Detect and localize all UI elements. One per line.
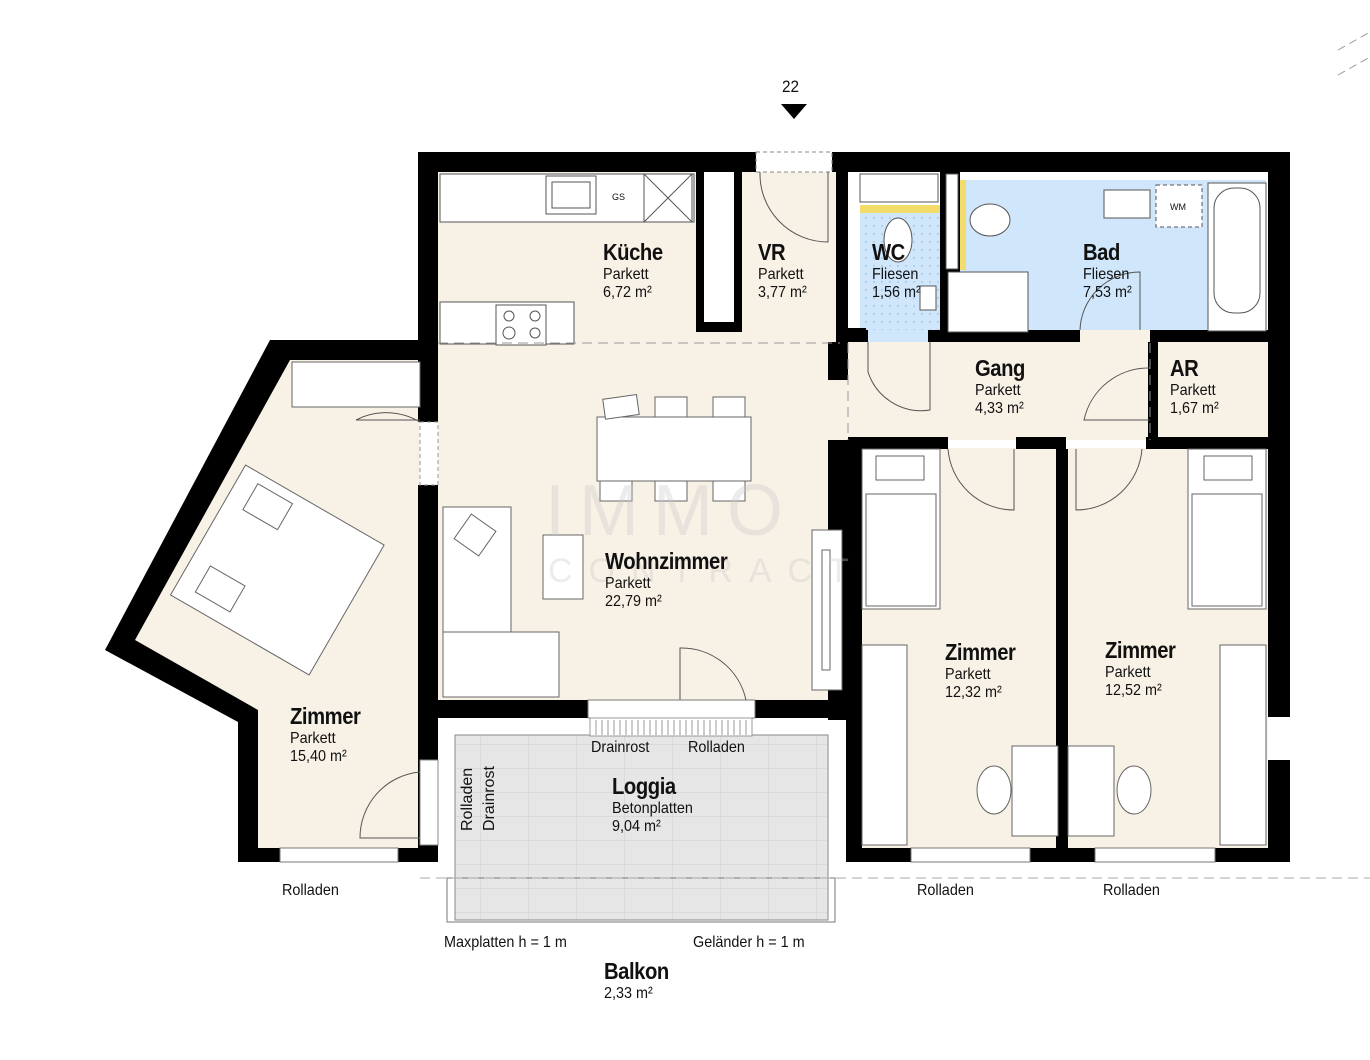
room-area: 1,56 m²	[872, 283, 921, 301]
wm-label: WM	[1170, 202, 1186, 212]
room-area: 2,33 m²	[604, 984, 653, 1002]
walls	[105, 152, 1290, 862]
room-floor: Parkett	[605, 574, 651, 592]
room-loggia: Loggia Betonplatten 9,04 m²	[612, 773, 702, 836]
room-floor: Parkett	[758, 265, 804, 283]
room-area: 6,72 m²	[603, 283, 652, 301]
gs-label: GS	[612, 192, 626, 202]
room-name: Zimmer	[290, 703, 361, 729]
room-gang: Gang Parkett 4,33 m²	[975, 355, 1032, 418]
room-floor: Parkett	[945, 665, 991, 683]
room-name: Bad	[1083, 239, 1120, 265]
room-area: 12,52 m²	[1105, 681, 1162, 699]
room-zimmer-right: Zimmer Parkett 12,52 m²	[1105, 637, 1185, 700]
room-name: Loggia	[612, 773, 676, 799]
room-area: 7,53 m²	[1083, 283, 1132, 301]
room-floor: Fliesen	[1083, 265, 1130, 283]
loggia-drainrost-top-label: Drainrost	[591, 739, 650, 756]
room-floor: Parkett	[1170, 381, 1216, 399]
rolladen-left-label: Rolladen	[282, 882, 339, 899]
watermark-line1: IMMO	[545, 471, 797, 551]
room-name: VR	[758, 239, 786, 265]
room-balkon: Balkon 2,33 m²	[604, 958, 678, 1003]
room-vr: VR Parkett 3,77 m²	[758, 239, 812, 302]
room-wc: WC Fliesen 1,56 m²	[872, 239, 926, 302]
room-bad: Bad Fliesen 7,53 m²	[1083, 239, 1137, 302]
room-name: Wohnzimmer	[605, 548, 728, 574]
room-floor: Parkett	[975, 381, 1021, 399]
room-area: 15,40 m²	[290, 747, 347, 765]
room-zimmer-mid: Zimmer Parkett 12,32 m²	[945, 639, 1025, 702]
loggia-rolladen-top-label: Rolladen	[688, 739, 745, 756]
floor-loggia	[454, 734, 829, 921]
room-area: 1,67 m²	[1170, 399, 1219, 417]
room-name: Küche	[603, 239, 663, 265]
rolladen-mid-label: Rolladen	[917, 882, 974, 899]
watermark-line2: CONTRACT	[548, 552, 865, 590]
room-wohnzimmer: Wohnzimmer Parkett 22,79 m²	[605, 548, 744, 611]
gelaender-label: Geländer h = 1 m	[693, 934, 805, 951]
triangle-down-icon	[781, 104, 807, 119]
loggia-rolladen-side-label: Rolladen	[459, 767, 476, 831]
room-area: 22,79 m²	[605, 592, 662, 610]
room-name: Balkon	[604, 958, 669, 984]
room-name: Zimmer	[1105, 637, 1176, 663]
room-floor: Betonplatten	[612, 799, 693, 817]
room-floor: Fliesen	[872, 265, 919, 283]
room-name: AR	[1170, 355, 1199, 381]
maxplatten-label: Maxplatten h = 1 m	[444, 934, 567, 951]
room-zimmer-left: Zimmer Parkett 15,40 m²	[290, 703, 370, 766]
rolladen-right-label: Rolladen	[1103, 882, 1160, 899]
room-name: Gang	[975, 355, 1025, 381]
room-floor: Parkett	[290, 729, 336, 747]
room-ar: AR Parkett 1,67 m²	[1170, 355, 1224, 418]
room-area: 9,04 m²	[612, 817, 661, 835]
room-floor: Parkett	[603, 265, 649, 283]
entrance-number: 22	[782, 77, 800, 96]
room-name: WC	[872, 239, 905, 265]
room-area: 3,77 m²	[758, 283, 807, 301]
room-area: 12,32 m²	[945, 683, 1002, 701]
loggia-drainrost-side-label: Drainrost	[481, 766, 498, 831]
room-name: Zimmer	[945, 639, 1016, 665]
room-area: 4,33 m²	[975, 399, 1024, 417]
room-floor: Parkett	[1105, 663, 1151, 681]
room-kueche: Küche Parkett 6,72 m²	[603, 239, 671, 302]
